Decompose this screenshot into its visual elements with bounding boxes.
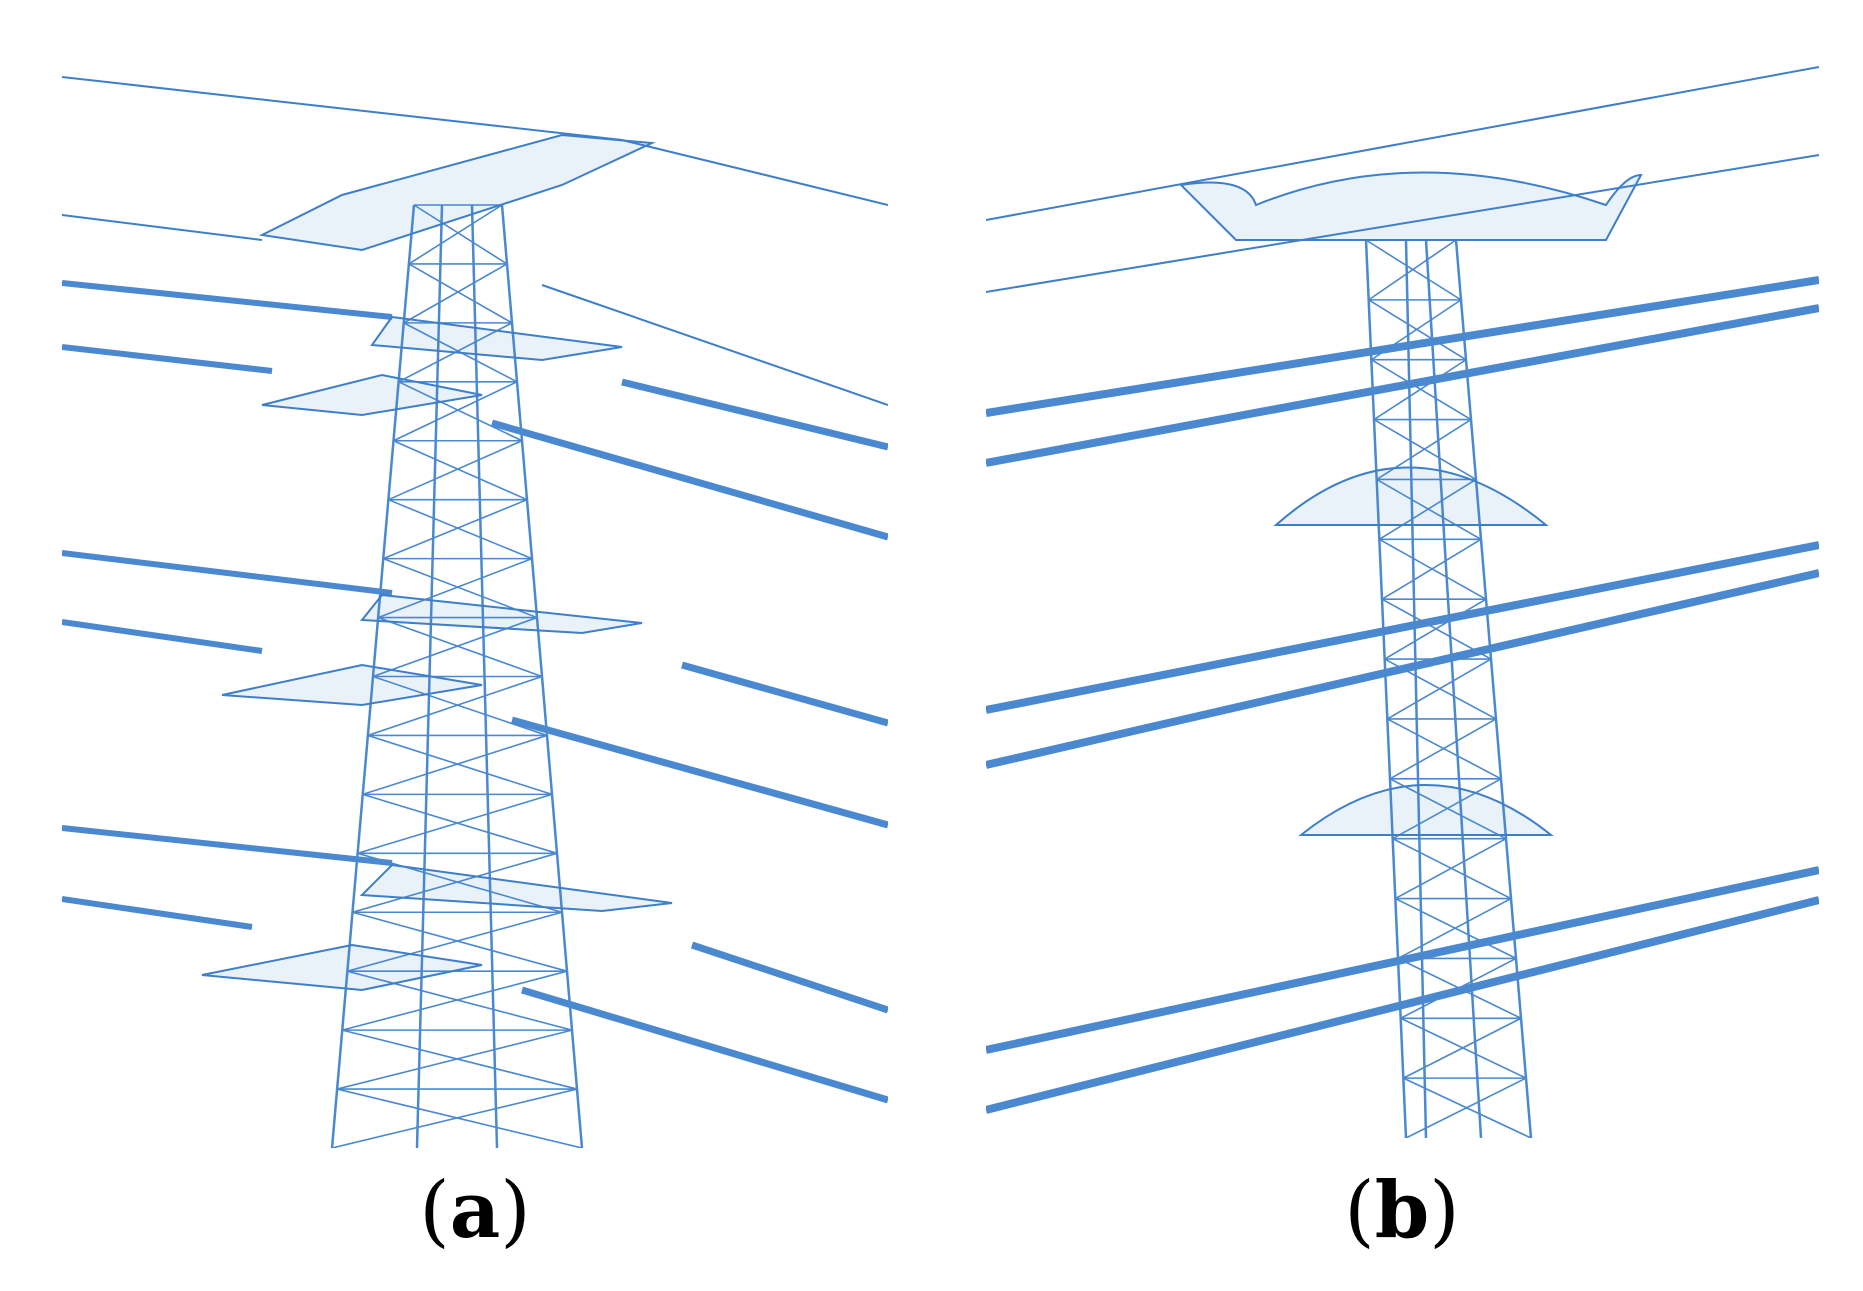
brace-member [377, 616, 543, 678]
tower-legs-b [1364, 239, 1533, 1138]
panel-label-b: (b) [1344, 1165, 1460, 1256]
panel-a-tower-model [62, 55, 888, 1148]
brace-member [372, 616, 538, 678]
brace-member [393, 381, 518, 442]
brace-member [362, 734, 548, 796]
panel-label-a: (a) [419, 1165, 531, 1256]
brace-member [1373, 359, 1467, 421]
brace-member [352, 852, 558, 914]
brace-member [357, 852, 563, 914]
conductors-b [986, 276, 1819, 1114]
brace-member [408, 263, 513, 324]
brace-member [336, 1088, 583, 1148]
brace-member [342, 970, 568, 1031]
brace-member [342, 1029, 578, 1090]
brace-member [336, 1029, 573, 1090]
brace-member [347, 911, 563, 972]
conductors-left-a [62, 280, 393, 930]
brace-member [1378, 478, 1477, 541]
brace-member [1389, 718, 1497, 780]
tower-wireframe-a [62, 76, 888, 1148]
ground-wires-a [62, 76, 888, 406]
panel-b-tower-model [986, 55, 1819, 1138]
brace-member [398, 381, 523, 442]
brace-member [1392, 778, 1502, 840]
brace-member [382, 498, 528, 560]
brace-member [413, 204, 508, 265]
brace-member [377, 557, 533, 619]
cross-arms-a [201, 133, 673, 992]
brace-member [403, 263, 508, 324]
tower-wireframe-b [986, 66, 1819, 1138]
tower-bracing-b [1365, 239, 1532, 1138]
brace-member [388, 498, 533, 560]
tower-bracing-a [331, 204, 583, 1148]
ground-wires-b [986, 66, 1819, 293]
brace-member [388, 440, 523, 501]
brace-member [1394, 837, 1507, 900]
brace-member [1368, 239, 1457, 301]
brace-member [1370, 299, 1462, 361]
brace-member [1384, 598, 1487, 660]
brace-member [1397, 897, 1512, 960]
brace-member [1405, 1077, 1527, 1138]
brace-member [1402, 1017, 1522, 1079]
cross-arms-b [1178, 171, 1643, 836]
brace-member [408, 204, 503, 265]
brace-member [372, 675, 548, 737]
brace-member [331, 1088, 578, 1148]
brace-member [1376, 418, 1472, 481]
brace-member [1381, 538, 1482, 600]
brace-member [347, 970, 573, 1031]
brace-member [367, 675, 543, 737]
brace-member [352, 911, 568, 972]
conductors-right-a [491, 378, 888, 1104]
brace-member [367, 734, 553, 796]
brace-member [1386, 658, 1492, 720]
brace-member [393, 440, 528, 501]
brace-member [1400, 957, 1517, 1019]
brace-member [382, 557, 538, 619]
brace-member [357, 793, 553, 855]
brace-member [362, 793, 558, 855]
